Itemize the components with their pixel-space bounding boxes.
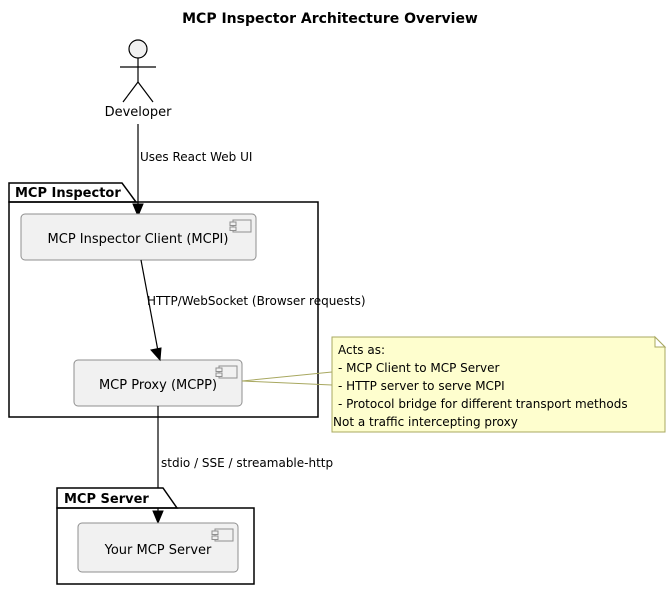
edge-line (140, 259, 159, 352)
note-mcpp: Acts as: - MCP Client to MCP Server - HT… (241, 335, 667, 433)
package-mcp-server: MCP Server Your MCP Server (56, 487, 255, 585)
component-label-your-mcp-server: Your MCP Server (104, 543, 212, 558)
component-icon (229, 219, 252, 233)
note-connector-line-2 (241, 380, 333, 386)
edge-mcpp-to-server: stdio / SSE / streamable-http (152, 406, 333, 525)
actor-legs-icon (122, 81, 154, 103)
component-label-mcpi: MCP Inspector Client (MCPI) (48, 232, 229, 247)
note-line: - MCP Client to MCP Server (338, 361, 500, 375)
note-line: Acts as: (338, 343, 385, 357)
component-mcpi: MCP Inspector Client (MCPI) (20, 213, 257, 261)
note-body (331, 336, 666, 433)
note-fold-corner-icon (654, 335, 667, 348)
note-connector-line (241, 371, 333, 382)
package-mcp-inspector: MCP Inspector MCP Inspector Client (MCPI… (8, 182, 319, 418)
package-title-mcp-server: MCP Server (64, 492, 149, 507)
package-body (8, 201, 319, 418)
edge-label-http-websocket: HTTP/WebSocket (Browser requests) (147, 294, 366, 308)
note-line: - HTTP server to serve MCPI (338, 379, 505, 393)
edge-label-stdio-sse: stdio / SSE / streamable-http (161, 456, 333, 470)
note-line: - Protocol bridge for different transpor… (338, 397, 628, 411)
edge-label-uses-react-web-ui: Uses React Web UI (140, 150, 252, 164)
actor-label: Developer (105, 105, 173, 120)
edge-developer-to-mcpi: Uses React Web UI (132, 124, 252, 218)
arrow-head-icon (150, 347, 162, 362)
arrow-head-icon (132, 203, 144, 218)
edge-mcpi-to-mcpp: HTTP/WebSocket (Browser requests) (140, 259, 366, 362)
component-label-mcpp: MCP Proxy (MCPP) (99, 378, 217, 393)
note-line: Not a traffic intercepting proxy (333, 415, 518, 429)
component-icon (211, 528, 234, 542)
component-box (77, 522, 239, 573)
component-mcpp: MCP Proxy (MCPP) (73, 359, 243, 407)
component-box (20, 213, 257, 261)
arrow-head-icon (152, 510, 164, 525)
package-body (56, 507, 255, 585)
actor-head-icon (128, 39, 148, 59)
component-icon (215, 365, 238, 379)
component-your-mcp-server: Your MCP Server (77, 522, 239, 573)
developer-actor: Developer (105, 39, 173, 120)
page-title: MCP Inspector Architecture Overview (182, 11, 478, 27)
package-title-mcp-inspector: MCP Inspector (15, 186, 121, 201)
